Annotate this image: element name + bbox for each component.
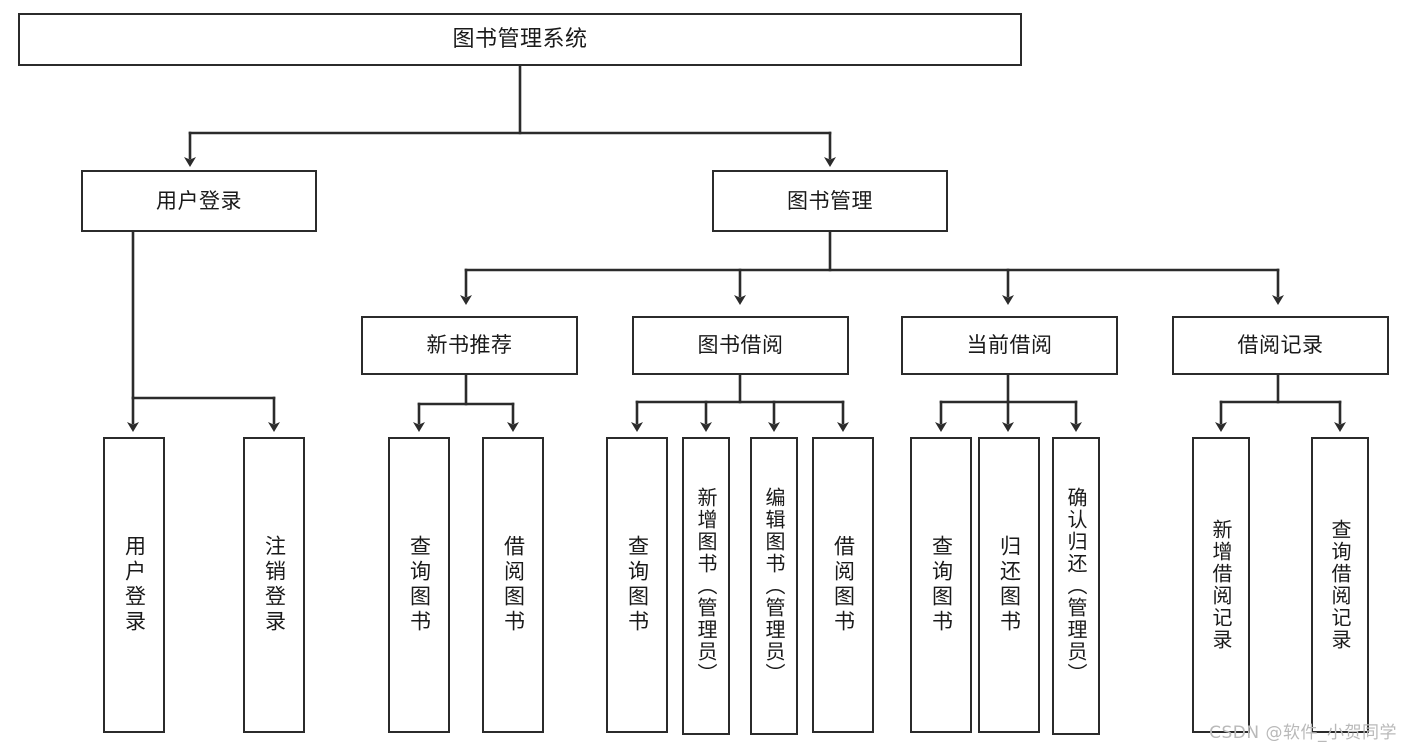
- node-leaf-edit-book-admin[interactable]: 编辑图书（管理员）: [750, 437, 798, 735]
- node-book-management[interactable]: 图书管理: [712, 170, 948, 232]
- node-label: 注销登录: [262, 535, 287, 635]
- node-label: 用户登录: [122, 535, 147, 635]
- node-leaf-logout[interactable]: 注销登录: [243, 437, 305, 733]
- node-label: 用户登录: [156, 188, 242, 213]
- node-leaf-return-book[interactable]: 归还图书: [978, 437, 1040, 733]
- node-label: 查询图书: [407, 535, 432, 635]
- node-label: 查询借阅记录: [1328, 519, 1352, 651]
- node-label: 查询图书: [929, 535, 954, 635]
- node-label: 编辑图书（管理员）: [762, 487, 786, 685]
- node-label: 借阅图书: [831, 535, 856, 635]
- node-root-system[interactable]: 图书管理系统: [18, 13, 1022, 66]
- node-label: 图书借阅: [697, 333, 784, 358]
- node-leaf-query-book-current[interactable]: 查询图书: [910, 437, 972, 733]
- node-leaf-query-borrow-record[interactable]: 查询借阅记录: [1311, 437, 1369, 733]
- node-label: 当前借阅: [966, 333, 1053, 358]
- watermark-text: CSDN @软件_小贺同学: [1209, 723, 1397, 743]
- node-leaf-query-book-borrow[interactable]: 查询图书: [606, 437, 668, 733]
- node-leaf-confirm-return-admin[interactable]: 确认归还（管理员）: [1052, 437, 1100, 735]
- node-leaf-borrow-book-recommend[interactable]: 借阅图书: [482, 437, 544, 733]
- node-leaf-user-login[interactable]: 用户登录: [103, 437, 165, 733]
- node-label: 新书推荐: [426, 333, 513, 358]
- node-book-borrow[interactable]: 图书借阅: [632, 316, 849, 375]
- node-label: 借阅记录: [1237, 333, 1324, 358]
- node-label: 新增图书（管理员）: [694, 487, 718, 685]
- node-label: 新增借阅记录: [1209, 519, 1233, 651]
- node-leaf-add-borrow-record[interactable]: 新增借阅记录: [1192, 437, 1250, 733]
- node-user-login[interactable]: 用户登录: [81, 170, 317, 232]
- node-new-book-recommend[interactable]: 新书推荐: [361, 316, 578, 375]
- node-label: 查询图书: [625, 535, 650, 635]
- node-label: 图书管理: [787, 188, 873, 213]
- node-leaf-add-book-admin[interactable]: 新增图书（管理员）: [682, 437, 730, 735]
- node-borrow-record[interactable]: 借阅记录: [1172, 316, 1389, 375]
- node-leaf-query-book-recommend[interactable]: 查询图书: [388, 437, 450, 733]
- node-label: 归还图书: [997, 535, 1022, 635]
- node-label: 借阅图书: [501, 535, 526, 635]
- node-current-borrow[interactable]: 当前借阅: [901, 316, 1118, 375]
- node-leaf-borrow-book[interactable]: 借阅图书: [812, 437, 874, 733]
- node-label: 图书管理系统: [452, 26, 588, 52]
- node-label: 确认归还（管理员）: [1064, 487, 1088, 685]
